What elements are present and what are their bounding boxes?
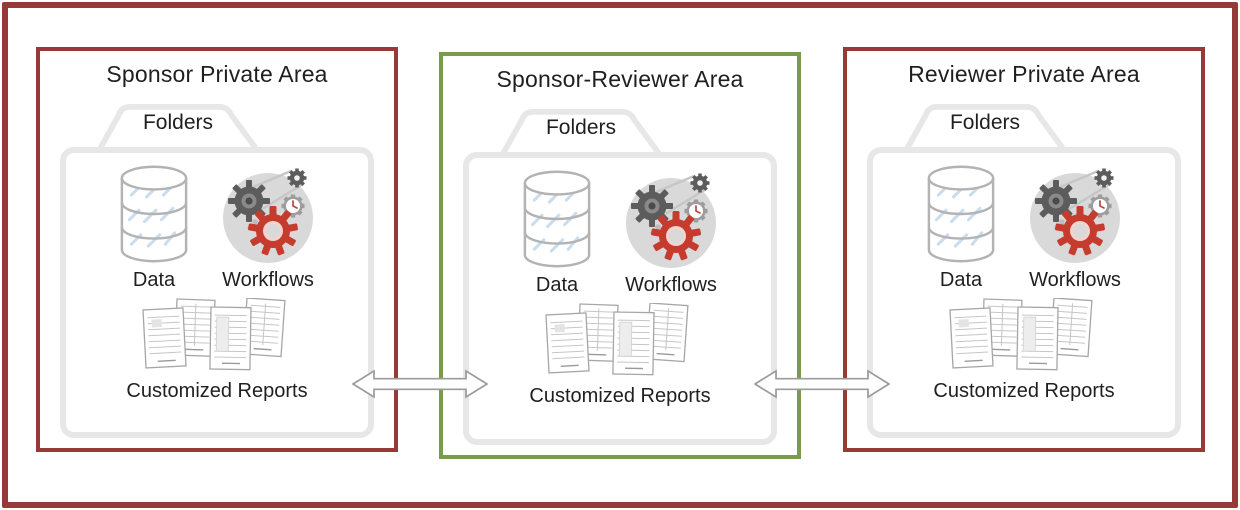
data-label: Data	[535, 274, 579, 296]
panel-title: Reviewer Private Area	[908, 61, 1140, 87]
folder-body: Data Workflows Customized Reports	[60, 147, 374, 438]
reports-label: Customized Reports	[529, 385, 711, 407]
folder-body: Data Workflows Customized Reports	[463, 152, 777, 445]
folder-label: Folders	[545, 116, 617, 139]
database-cylinder-icon	[519, 168, 595, 270]
folder-label: Folders	[142, 111, 214, 134]
data-label: Data	[132, 269, 176, 291]
icons-row: Data Workflows	[116, 163, 318, 292]
reports-figure: Customized Reports	[529, 303, 711, 408]
workflows-figure: Workflows	[621, 170, 721, 297]
workflows-label: Workflows	[625, 274, 717, 296]
panel-sponsor-reviewer-area: Sponsor-Reviewer Area Folders Data Workf…	[439, 52, 801, 459]
gears-icon	[218, 165, 318, 265]
workflows-figure: Workflows	[1025, 165, 1125, 292]
panel-sponsor-private-area: Sponsor Private Area Folders Data Workfl…	[36, 47, 398, 452]
data-figure: Data	[116, 163, 192, 292]
report-pages-icon	[948, 298, 1100, 376]
database-cylinder-icon	[923, 163, 999, 265]
gears-icon	[621, 170, 721, 270]
data-figure: Data	[519, 168, 595, 297]
gears-icon	[1025, 165, 1125, 265]
reports-figure: Customized Reports	[126, 298, 308, 403]
workflows-label: Workflows	[1029, 269, 1121, 291]
reports-label: Customized Reports	[933, 380, 1115, 402]
workflows-label: Workflows	[222, 269, 314, 291]
data-label: Data	[939, 269, 983, 291]
report-pages-icon	[544, 303, 696, 381]
data-figure: Data	[923, 163, 999, 292]
double-headed-arrow-icon	[352, 369, 488, 399]
folder-body: Data Workflows Customized Reports	[867, 147, 1181, 438]
database-cylinder-icon	[116, 163, 192, 265]
reports-figure: Customized Reports	[933, 298, 1115, 403]
panel-reviewer-private-area: Reviewer Private Area Folders Data Workf…	[843, 47, 1205, 452]
icons-row: Data Workflows	[923, 163, 1125, 292]
panel-title: Sponsor-Reviewer Area	[496, 66, 744, 92]
icons-row: Data Workflows	[519, 168, 721, 297]
report-pages-icon	[141, 298, 293, 376]
panel-title: Sponsor Private Area	[106, 61, 328, 87]
reports-label: Customized Reports	[126, 380, 308, 402]
workflows-figure: Workflows	[218, 165, 318, 292]
folder-label: Folders	[949, 111, 1021, 134]
double-headed-arrow-icon	[754, 369, 890, 399]
